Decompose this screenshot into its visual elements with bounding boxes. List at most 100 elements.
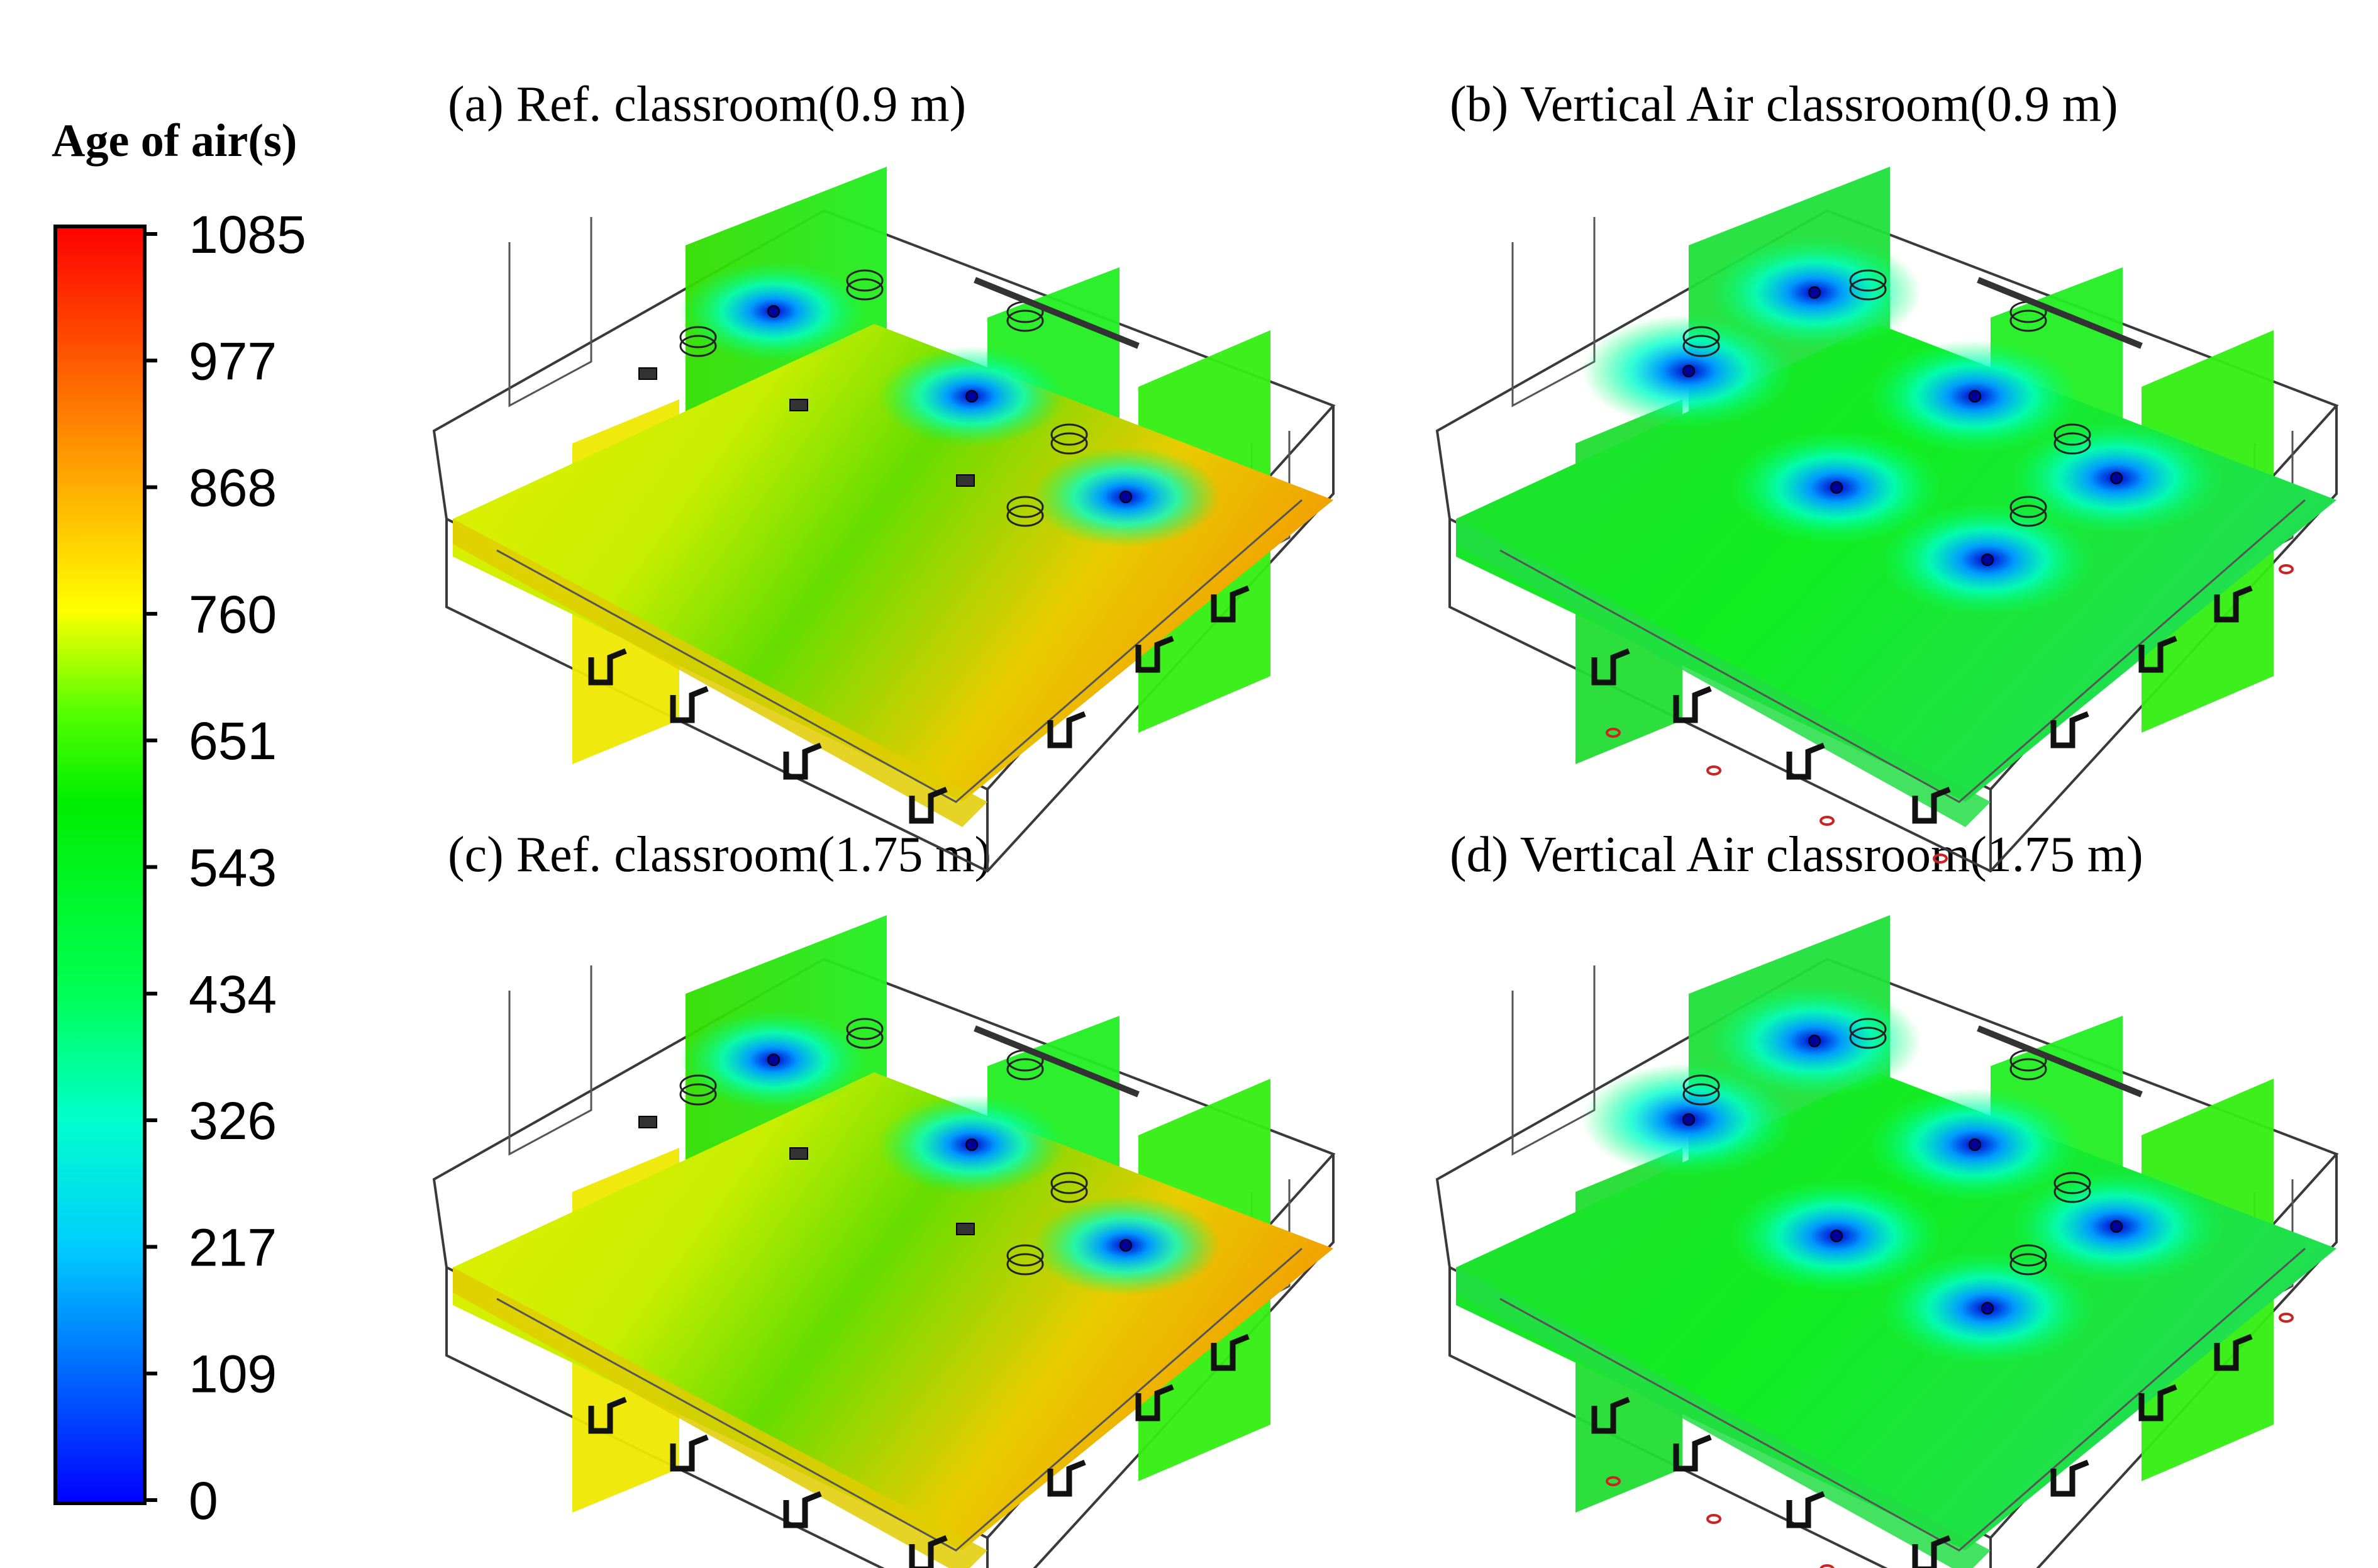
- desk-silhouette: [1673, 1434, 1712, 1472]
- ceiling-diffuser: [1682, 1113, 1695, 1126]
- ceiling-diffuser: [1120, 491, 1132, 503]
- light-fixture: [1682, 335, 1720, 357]
- wall-segment: [508, 217, 592, 408]
- floor-outlet: [1606, 1476, 1621, 1486]
- legend-tick-label: 977: [189, 331, 277, 391]
- light-fixture: [1682, 1083, 1720, 1106]
- desk-silhouette: [1135, 1384, 1174, 1421]
- light-fixture: [2009, 504, 2047, 527]
- ceiling-diffuser: [1981, 1302, 1994, 1315]
- legend-colorbar: [53, 225, 147, 1505]
- desk-silhouette: [1211, 1333, 1250, 1371]
- ceiling-diffuser: [2110, 472, 2123, 484]
- ceiling-rail: [974, 277, 1140, 349]
- legend-tick-label: 651: [189, 711, 277, 770]
- slice-outline: [496, 1247, 1303, 1552]
- desk-silhouette: [1912, 786, 1951, 824]
- desk-silhouette: [1047, 1459, 1086, 1497]
- light-fixture: [2009, 496, 2047, 518]
- desk-silhouette: [1591, 1396, 1630, 1434]
- panel-d-vertical-air-classroom-1-75m: [1435, 915, 2339, 1568]
- light-fixture: [1849, 269, 1887, 292]
- light-fixture: [1006, 504, 1044, 527]
- light-fixture: [2009, 1058, 2047, 1081]
- desk-silhouette: [2050, 711, 2089, 748]
- panel-b-title: (b) Vertical Air classroom(0.9 m): [1450, 77, 2118, 132]
- panel-d-title: (d) Vertical Air classroom(1.75 m): [1450, 827, 2143, 882]
- ceiling-diffuser: [965, 1138, 978, 1151]
- panel-b-vertical-air-classroom-0-9m: [1435, 167, 2339, 873]
- light-fixture: [1682, 1074, 1720, 1097]
- panel-a-ref-classroom-0-9m: [432, 167, 1336, 873]
- horizontal-section-plane: [453, 324, 1333, 802]
- exhaust-grille: [638, 1116, 657, 1128]
- floor-outlet: [1706, 765, 1721, 776]
- desk-silhouette: [2138, 635, 2177, 673]
- exhaust-grille: [789, 399, 808, 411]
- wall-segment: [508, 965, 592, 1156]
- ceiling-diffuser: [1808, 1035, 1821, 1047]
- light-fixture: [2053, 432, 2091, 455]
- ceiling-rail: [1977, 1025, 2143, 1098]
- panel-c-title: (c) Ref. classroom(1.75 m): [448, 827, 991, 882]
- light-fixture: [1849, 278, 1887, 301]
- light-fixture: [2009, 309, 2047, 332]
- room-base-edge: [1448, 1154, 2338, 1568]
- light-fixture: [2009, 1244, 2047, 1267]
- desk-silhouette: [1047, 711, 1086, 748]
- slice-outline: [1499, 499, 2306, 803]
- legend-tick-label: 543: [189, 838, 277, 898]
- ceiling-diffuser: [1830, 1230, 1843, 1242]
- section-plane-edge: [453, 1267, 987, 1568]
- light-fixture: [846, 1018, 884, 1040]
- light-fixture: [1050, 423, 1088, 446]
- exhaust-grille: [956, 1223, 975, 1235]
- ceiling-diffuser: [1682, 365, 1695, 377]
- light-fixture: [1006, 309, 1044, 332]
- desk-silhouette: [1135, 635, 1174, 673]
- panel-a-title: (a) Ref. classroom(0.9 m): [448, 77, 966, 132]
- slice-outline: [496, 499, 1303, 803]
- legend-tick-label: 760: [189, 585, 277, 644]
- wall-segment: [1511, 217, 1596, 408]
- legend-tick-label: 434: [189, 965, 277, 1024]
- floor-outlet: [1606, 728, 1621, 738]
- ceiling-rail: [1977, 277, 2143, 349]
- ceiling-diffuser: [1120, 1239, 1132, 1252]
- desk-silhouette: [2214, 585, 2253, 623]
- light-fixture: [1849, 1026, 1887, 1049]
- light-fixture: [1050, 432, 1088, 455]
- light-fixture: [679, 335, 717, 357]
- floor-outlet: [2279, 1313, 2294, 1323]
- desk-silhouette: [1211, 585, 1250, 623]
- light-fixture: [846, 278, 884, 301]
- ceiling-rail: [974, 1025, 1140, 1098]
- ceiling-diffuser: [2110, 1220, 2123, 1233]
- light-fixture: [1050, 1172, 1088, 1194]
- light-fixture: [1006, 1244, 1044, 1267]
- slice-outline: [1499, 1247, 2306, 1552]
- light-fixture: [1849, 1018, 1887, 1040]
- light-fixture: [1050, 1181, 1088, 1203]
- light-fixture: [679, 1074, 717, 1097]
- desk-silhouette: [1912, 1535, 1951, 1568]
- exhaust-grille: [638, 367, 657, 380]
- light-fixture: [1006, 1253, 1044, 1276]
- light-fixture: [2009, 1253, 2047, 1276]
- light-fixture: [846, 269, 884, 292]
- light-fixture: [2053, 1172, 2091, 1194]
- ceiling-diffuser: [767, 305, 780, 318]
- legend-title: Age of air(s): [52, 115, 297, 167]
- legend-tick-label: 1085: [189, 205, 306, 264]
- light-fixture: [846, 1026, 884, 1049]
- ceiling-diffuser: [1969, 390, 1981, 403]
- legend-tick-label: 326: [189, 1091, 277, 1150]
- desk-silhouette: [783, 1491, 822, 1528]
- light-fixture: [1006, 496, 1044, 518]
- light-fixture: [679, 1083, 717, 1106]
- desk-silhouette: [588, 648, 627, 686]
- section-plane-edge: [1456, 1267, 1991, 1568]
- exhaust-grille: [789, 1147, 808, 1160]
- desk-silhouette: [783, 742, 822, 780]
